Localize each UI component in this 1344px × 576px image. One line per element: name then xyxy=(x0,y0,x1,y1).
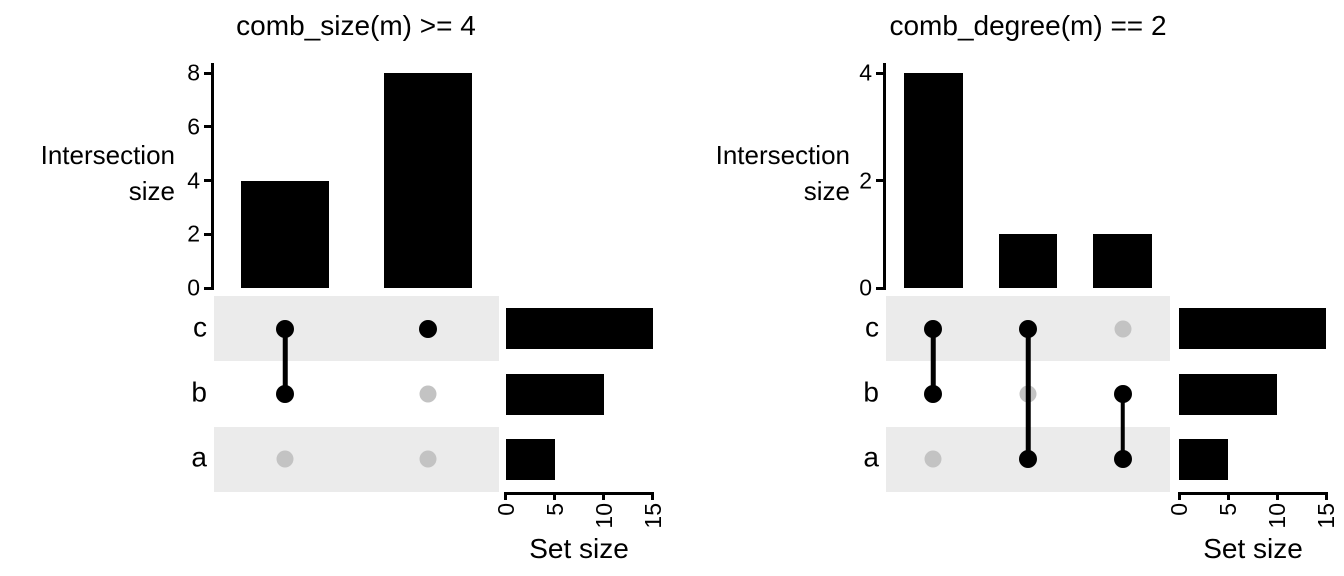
matrix-dot-active xyxy=(1113,450,1132,469)
set-size-axis-tick xyxy=(1177,493,1181,500)
set-size-bar xyxy=(505,373,604,415)
matrix-dot-inactive xyxy=(419,385,437,403)
set-row-label: b xyxy=(863,376,879,408)
set-size-axis-tick-label: 0 xyxy=(1166,503,1192,516)
intersection-axis-tick-label: 2 xyxy=(187,220,200,247)
intersection-axis-line xyxy=(883,63,886,290)
set-size-axis-tick xyxy=(1226,493,1230,500)
set-size-axis-tick xyxy=(1275,493,1279,500)
set-size-axis-tick-label: 15 xyxy=(639,503,666,529)
matrix-dot-active xyxy=(1019,319,1037,338)
set-size-bar xyxy=(505,308,653,350)
set-size-axis-tick-label: 10 xyxy=(590,503,617,529)
plot-title: comb_size(m) >= 4 xyxy=(236,10,476,41)
matrix-connector-line xyxy=(931,328,936,394)
set-size-axis-tick xyxy=(602,493,606,500)
matrix-connector-line xyxy=(283,328,288,394)
plot-title: comb_degree(m) == 2 xyxy=(889,10,1167,41)
intersection-axis-tick-label: 4 xyxy=(859,59,872,86)
intersection-axis-tick-label: 0 xyxy=(859,274,872,301)
matrix-dot-active xyxy=(418,319,437,338)
ylabel-line-1: Intersection xyxy=(40,140,175,170)
set-row-label: c xyxy=(865,311,879,343)
intersection-axis-tick xyxy=(876,71,883,75)
set-size-axis-line xyxy=(504,491,655,495)
matrix-dot-inactive xyxy=(924,450,942,468)
ylabel-line-2: size xyxy=(128,176,175,206)
ylabel-line-2: size xyxy=(803,176,850,206)
set-size-axis-tick-label: 5 xyxy=(1215,503,1241,516)
set-size-axis-tick xyxy=(504,493,508,500)
set-row-label: a xyxy=(191,442,207,474)
intersection-axis-tick xyxy=(876,179,883,182)
intersection-size-axis-label: Intersection size xyxy=(0,137,175,209)
set-size-bar xyxy=(1179,308,1326,350)
matrix-row-stripe xyxy=(214,296,499,362)
matrix-row-stripe xyxy=(214,426,499,492)
matrix-dot-active xyxy=(924,319,943,338)
intersection-bar xyxy=(998,234,1058,288)
matrix-connector-line xyxy=(1025,328,1031,460)
set-size-axis-tick-label: 10 xyxy=(1264,503,1290,529)
matrix-dot-active xyxy=(276,319,295,338)
intersection-axis-tick-label: 4 xyxy=(187,167,200,193)
set-size-axis-tick xyxy=(651,493,655,500)
intersection-axis-tick xyxy=(204,71,211,75)
intersection-bar xyxy=(1093,234,1152,288)
intersection-axis-tick xyxy=(204,125,211,129)
set-size-axis-line xyxy=(1177,491,1328,495)
set-size-axis-label: Set size xyxy=(1203,533,1303,564)
set-row-label: b xyxy=(191,376,207,408)
set-size-axis-tick-label: 5 xyxy=(541,503,568,516)
intersection-bar xyxy=(903,73,963,288)
ylabel-line-1: Intersection xyxy=(715,140,850,170)
intersection-axis-tick xyxy=(204,232,211,236)
matrix-dot-inactive xyxy=(419,450,437,468)
intersection-axis-tick xyxy=(204,179,211,182)
set-size-bar xyxy=(505,438,555,480)
matrix-dot-active xyxy=(276,385,295,403)
set-row-label: c xyxy=(193,311,207,343)
intersection-axis-tick-label: 2 xyxy=(859,167,872,193)
set-size-axis-tick-label: 0 xyxy=(492,503,519,516)
intersection-size-axis-label: Intersection size xyxy=(550,137,850,209)
set-size-axis-tick xyxy=(1324,493,1328,500)
matrix-dot-inactive xyxy=(276,450,294,468)
intersection-axis-tick-label: 8 xyxy=(187,59,200,86)
set-size-axis-label: Set size xyxy=(529,533,629,564)
matrix-dot-active xyxy=(1019,450,1037,469)
intersection-bar xyxy=(383,73,472,288)
matrix-connector-line xyxy=(1120,394,1125,460)
intersection-axis-line xyxy=(211,63,214,290)
matrix-dot-active xyxy=(1113,385,1132,403)
set-size-axis-tick xyxy=(553,493,557,500)
set-row-label: a xyxy=(863,442,879,474)
set-size-bar xyxy=(1179,438,1228,480)
matrix-dot-active xyxy=(924,385,943,403)
set-size-bar xyxy=(1179,373,1277,415)
intersection-bar xyxy=(241,180,330,288)
intersection-axis-tick xyxy=(204,286,211,290)
intersection-axis-tick-label: 0 xyxy=(187,274,200,301)
intersection-axis-tick-label: 6 xyxy=(187,113,200,140)
set-size-axis-tick-label: 15 xyxy=(1313,503,1339,529)
intersection-axis-tick xyxy=(876,286,883,290)
matrix-dot-inactive xyxy=(1114,320,1132,338)
